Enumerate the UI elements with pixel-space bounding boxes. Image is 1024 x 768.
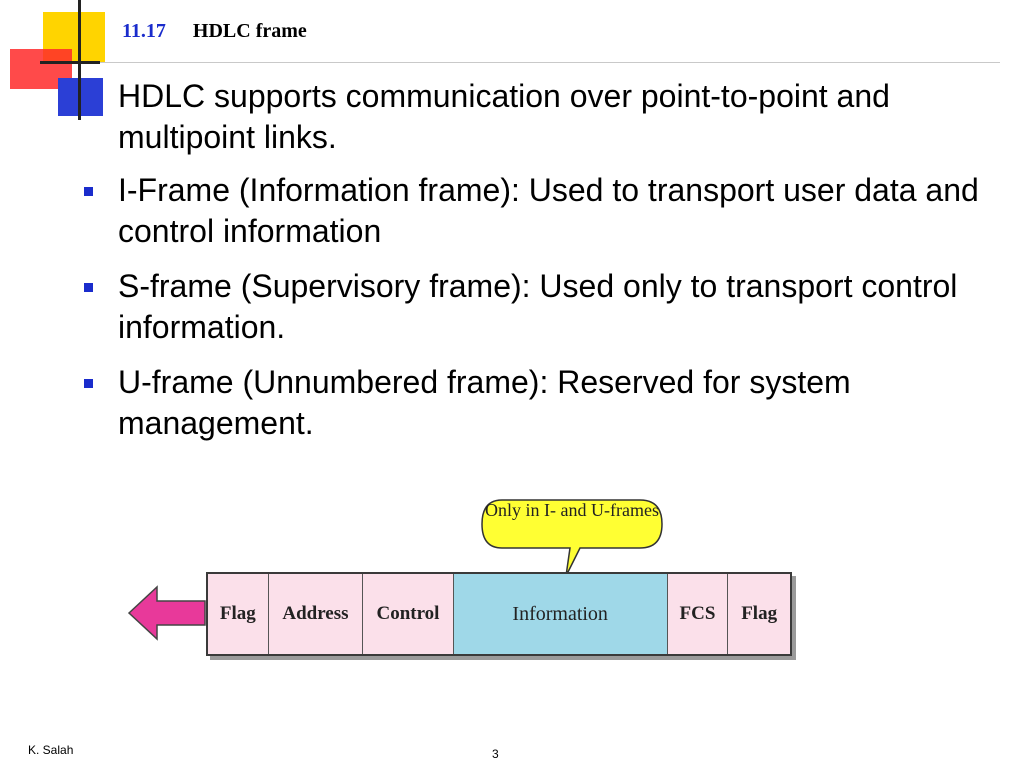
page-number: 3	[492, 747, 499, 761]
callout-bubble	[481, 499, 663, 577]
bullet-square-icon	[84, 379, 93, 388]
field-flag-end: Flag	[728, 574, 790, 654]
bullet-text: S-frame (Supervisory frame): Used only t…	[118, 268, 958, 345]
field-information: Information	[453, 574, 668, 654]
bullet-list: HDLC supports communication over point-t…	[84, 76, 984, 458]
slide-title-text: HDLC frame	[192, 20, 307, 42]
decor-vertical-line	[78, 0, 81, 120]
bullet-square-icon	[84, 283, 93, 292]
bullet-text: I-Frame (Information frame): Used to tra…	[118, 172, 979, 249]
left-arrow-icon	[127, 585, 206, 641]
decor-horizontal-line	[40, 61, 100, 64]
callout-text: Only in I- and U-frames	[485, 500, 659, 520]
bullet-text: U-frame (Unnumbered frame): Reserved for…	[118, 364, 851, 441]
field-control: Control	[363, 574, 454, 654]
hdlc-frame-diagram: Flag Address Control Information FCS Fla…	[206, 572, 792, 656]
bullet-text: HDLC supports communication over point-t…	[118, 78, 890, 155]
footer-author: K. Salah	[28, 743, 74, 757]
slide-number: 11.17	[122, 20, 166, 42]
bullet-item: HDLC supports communication over point-t…	[84, 76, 984, 158]
title-underline	[40, 62, 1000, 63]
bullet-item: I-Frame (Information frame): Used to tra…	[84, 170, 984, 252]
bullet-square-icon	[84, 187, 93, 196]
field-fcs: FCS	[667, 574, 729, 654]
bullet-item: U-frame (Unnumbered frame): Reserved for…	[84, 362, 984, 444]
field-address: Address	[268, 574, 364, 654]
field-flag-start: Flag	[208, 574, 269, 654]
bullet-item: S-frame (Supervisory frame): Used only t…	[84, 266, 984, 348]
slide-title: 11.17 HDLC frame	[122, 20, 307, 43]
